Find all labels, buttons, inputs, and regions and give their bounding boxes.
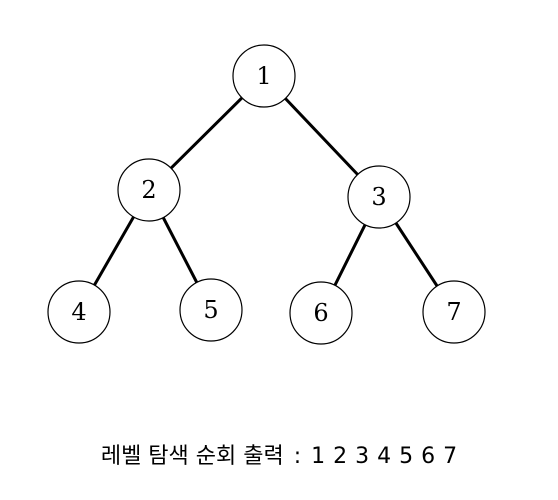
tree-node-7: 7 bbox=[422, 280, 486, 344]
tree-node-5: 5 bbox=[179, 278, 243, 342]
node-circle bbox=[179, 278, 243, 342]
node-circle bbox=[117, 158, 181, 222]
edge-1-2 bbox=[169, 96, 244, 170]
node-label: 5 bbox=[203, 296, 218, 324]
tree-node-2: 2 bbox=[117, 158, 181, 222]
tree-node-4: 4 bbox=[47, 280, 111, 344]
edge-2-4 bbox=[92, 215, 136, 287]
tree-node-6: 6 bbox=[289, 281, 353, 345]
sequence-item: 3 bbox=[355, 444, 370, 469]
sequence-item: 6 bbox=[421, 444, 436, 469]
sequence-item: 1 bbox=[311, 444, 326, 469]
sequence-item: 2 bbox=[333, 444, 348, 469]
node-circle bbox=[47, 280, 111, 344]
sequence-item: 4 bbox=[377, 444, 392, 469]
sequence-item: 5 bbox=[399, 444, 414, 469]
tree-node-1: 1 bbox=[232, 44, 296, 108]
node-label: 1 bbox=[256, 62, 271, 90]
node-label: 3 bbox=[371, 183, 386, 211]
node-label: 7 bbox=[446, 298, 461, 326]
node-circle bbox=[289, 281, 353, 345]
sequence-item: 7 bbox=[443, 444, 458, 469]
node-label: 2 bbox=[141, 176, 156, 204]
edge-3-7 bbox=[394, 221, 439, 288]
node-circle bbox=[232, 44, 296, 108]
node-label: 4 bbox=[71, 298, 86, 326]
tree-node-3: 3 bbox=[347, 165, 411, 229]
traversal-label: 레벨 탐색 순회 출력 bbox=[100, 444, 284, 469]
edge-3-6 bbox=[333, 223, 367, 287]
traversal-separator: : bbox=[293, 444, 302, 469]
edge-1-3 bbox=[283, 97, 360, 176]
node-circle bbox=[347, 165, 411, 229]
node-label: 6 bbox=[313, 299, 328, 327]
edge-2-5 bbox=[161, 216, 199, 284]
node-circle bbox=[422, 280, 486, 344]
